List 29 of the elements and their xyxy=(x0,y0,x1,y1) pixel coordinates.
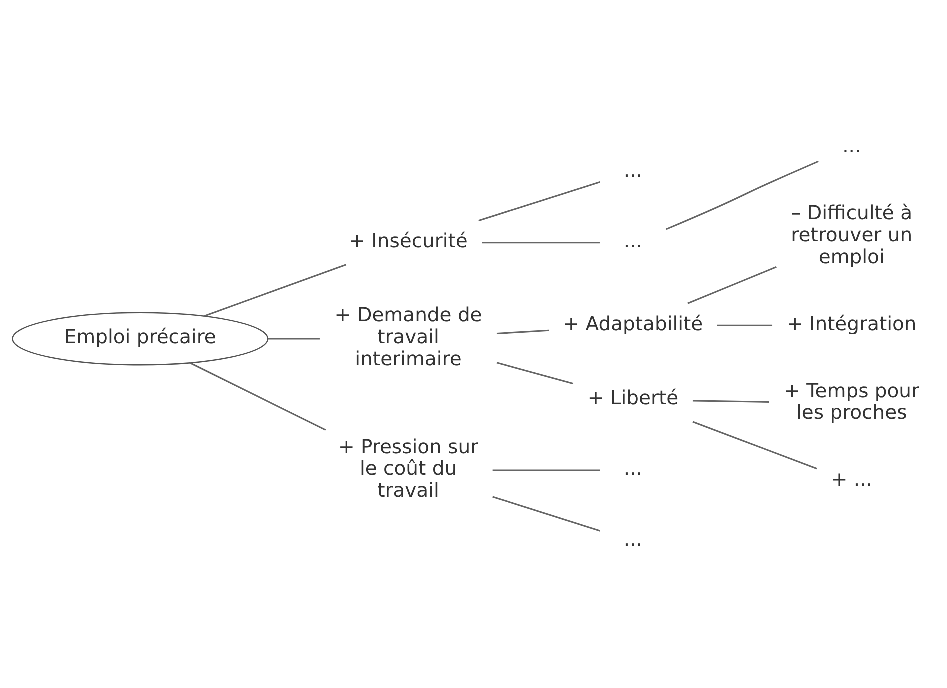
connector xyxy=(496,362,574,384)
connector xyxy=(496,329,550,334)
connector xyxy=(190,362,326,430)
node-text: + Liberté xyxy=(588,386,679,410)
connector xyxy=(204,264,347,317)
connector xyxy=(492,496,601,532)
node-text: ... xyxy=(624,456,643,480)
node-ellipse: Emploi précaire xyxy=(12,312,269,366)
node-text: + Demande de travail interimaire xyxy=(334,303,482,370)
node-text: ... xyxy=(624,527,643,550)
node-text: + Adaptabilité xyxy=(563,312,704,335)
connector xyxy=(692,400,770,402)
connector xyxy=(482,242,600,244)
node-text: + Pression sur le coût du travail xyxy=(338,434,479,502)
connector xyxy=(717,324,773,326)
node-text: + Temps pour les proches xyxy=(784,378,920,424)
connector xyxy=(692,420,818,470)
connector xyxy=(492,469,600,471)
node-text: ... xyxy=(624,158,643,182)
node-text: + Insécurité xyxy=(349,228,468,252)
connector xyxy=(478,181,600,222)
node-text: + Intégration xyxy=(786,312,917,335)
node-text: – Difficulté à retrouver un emploi xyxy=(791,200,913,268)
node-text: ... xyxy=(624,228,643,252)
connector xyxy=(268,338,320,340)
node-text: ... xyxy=(842,134,862,157)
connector xyxy=(688,266,777,304)
node-text: + ... xyxy=(831,468,872,491)
connector xyxy=(666,160,819,230)
